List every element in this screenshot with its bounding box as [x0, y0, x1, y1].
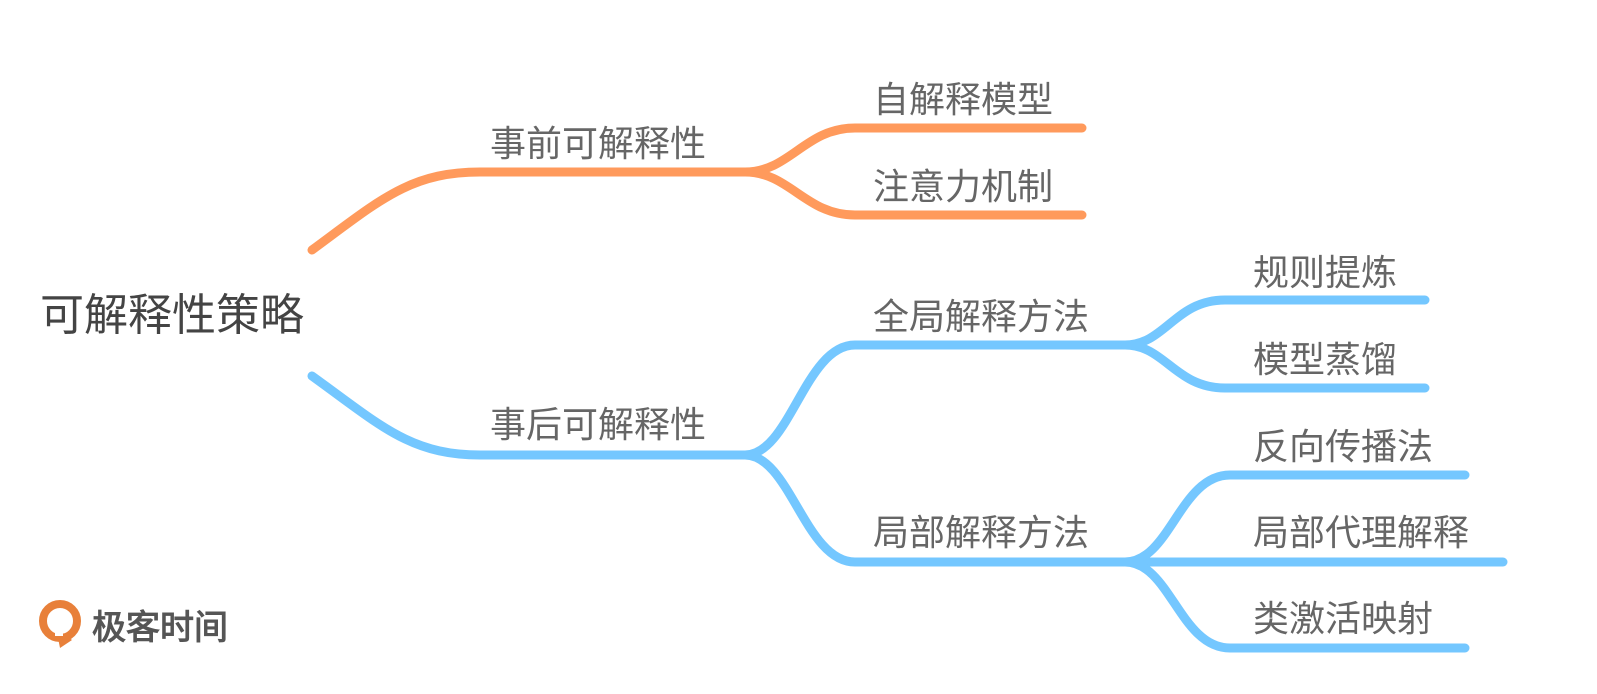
- connector: [740, 167, 1087, 220]
- connector: [1120, 340, 1430, 393]
- node-global-methods[interactable]: 全局解释方法: [873, 297, 1089, 338]
- node-model-distillation[interactable]: 模型蒸馏: [1253, 340, 1397, 381]
- logo-text: 极客时间: [92, 608, 228, 648]
- connector: [1120, 295, 1430, 350]
- logo-icon: [39, 600, 81, 648]
- node-local-surrogate[interactable]: 局部代理解释: [1253, 513, 1469, 554]
- branch-pre-hoc: [307, 123, 1087, 255]
- node-self-explaining-model[interactable]: 自解释模型: [873, 80, 1053, 121]
- connector: [740, 450, 1130, 567]
- connector: [740, 340, 1130, 460]
- connector: [307, 167, 750, 255]
- node-rule-extraction[interactable]: 规则提炼: [1253, 253, 1397, 294]
- node-cam[interactable]: 类激活映射: [1253, 599, 1433, 640]
- node-post-hoc[interactable]: 事后可解释性: [490, 405, 706, 446]
- node-local-methods[interactable]: 局部解释方法: [873, 513, 1089, 554]
- logo: 极客时间: [39, 600, 228, 648]
- connector: [1120, 557, 1470, 653]
- node-attention-mechanism[interactable]: 注意力机制: [873, 167, 1053, 208]
- connector: [307, 371, 750, 460]
- branch-post-hoc: [307, 295, 1508, 653]
- root-node[interactable]: 可解释性策略: [40, 290, 304, 341]
- connector: [740, 123, 1087, 177]
- node-pre-hoc[interactable]: 事前可解释性: [490, 124, 706, 165]
- node-backprop[interactable]: 反向传播法: [1253, 427, 1433, 468]
